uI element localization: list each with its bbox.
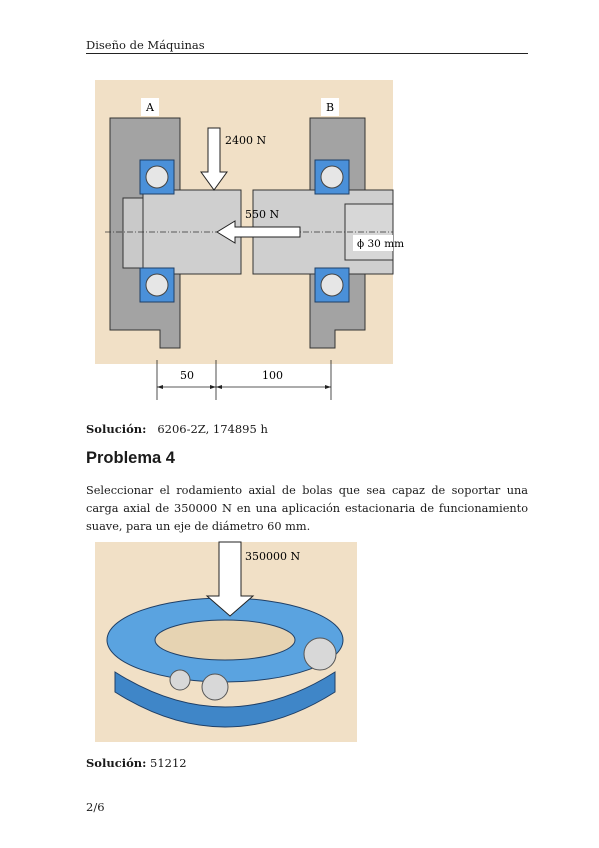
bearing-assembly-figure: A B 2400 N 550 N ϕ 30 mm: [95, 80, 404, 364]
right-ball-bottom: [320, 273, 344, 297]
solution-1-label: Solución:: [86, 422, 147, 436]
axial-load-label: 550 N: [245, 208, 279, 221]
radial-load-label: 2400 N: [225, 134, 266, 147]
diameter-label-box: [353, 235, 393, 251]
label-a-box: [141, 98, 159, 116]
dim-right-label: 100: [262, 369, 283, 382]
ball-left: [169, 669, 191, 691]
solution-2-value: 51212: [150, 756, 187, 770]
ball-front: [201, 673, 229, 701]
ball-right: [303, 637, 337, 671]
header-rule: [86, 53, 528, 54]
page-number: 2/6: [86, 800, 105, 814]
axial-load-arrow: [216, 220, 301, 244]
axial-load-label: 350000 N: [245, 550, 300, 563]
diameter-label: ϕ 30 mm: [357, 238, 404, 250]
label-b: B: [326, 101, 334, 114]
solution-1: Solución: 6206-2Z, 174895 h: [86, 422, 268, 436]
right-ball-top: [320, 165, 344, 189]
thrust-bearing-figure: 350000 N: [95, 541, 357, 742]
dimension-lines: 50 100: [156, 360, 332, 400]
solution-2: Solución: 51212: [86, 756, 187, 770]
radial-load-arrow: [200, 127, 228, 191]
left-ball-bottom: [145, 273, 169, 297]
problem-text: Seleccionar el rodamiento axial de bolas…: [86, 484, 528, 533]
label-b-box: [321, 98, 339, 116]
left-ball-top: [145, 165, 169, 189]
axial-load-arrow: [205, 541, 255, 617]
washer-bore: [154, 619, 296, 661]
dim-left-label: 50: [180, 369, 194, 382]
running-header: Diseño de Máquinas: [86, 38, 205, 52]
label-a: A: [145, 101, 155, 114]
problem-title: Problema 4: [86, 449, 175, 467]
solution-2-label: Solución:: [86, 756, 147, 770]
solution-1-value: 6206-2Z, 174895 h: [157, 422, 268, 436]
left-nut: [122, 197, 146, 269]
bottom-washer: [114, 671, 336, 728]
